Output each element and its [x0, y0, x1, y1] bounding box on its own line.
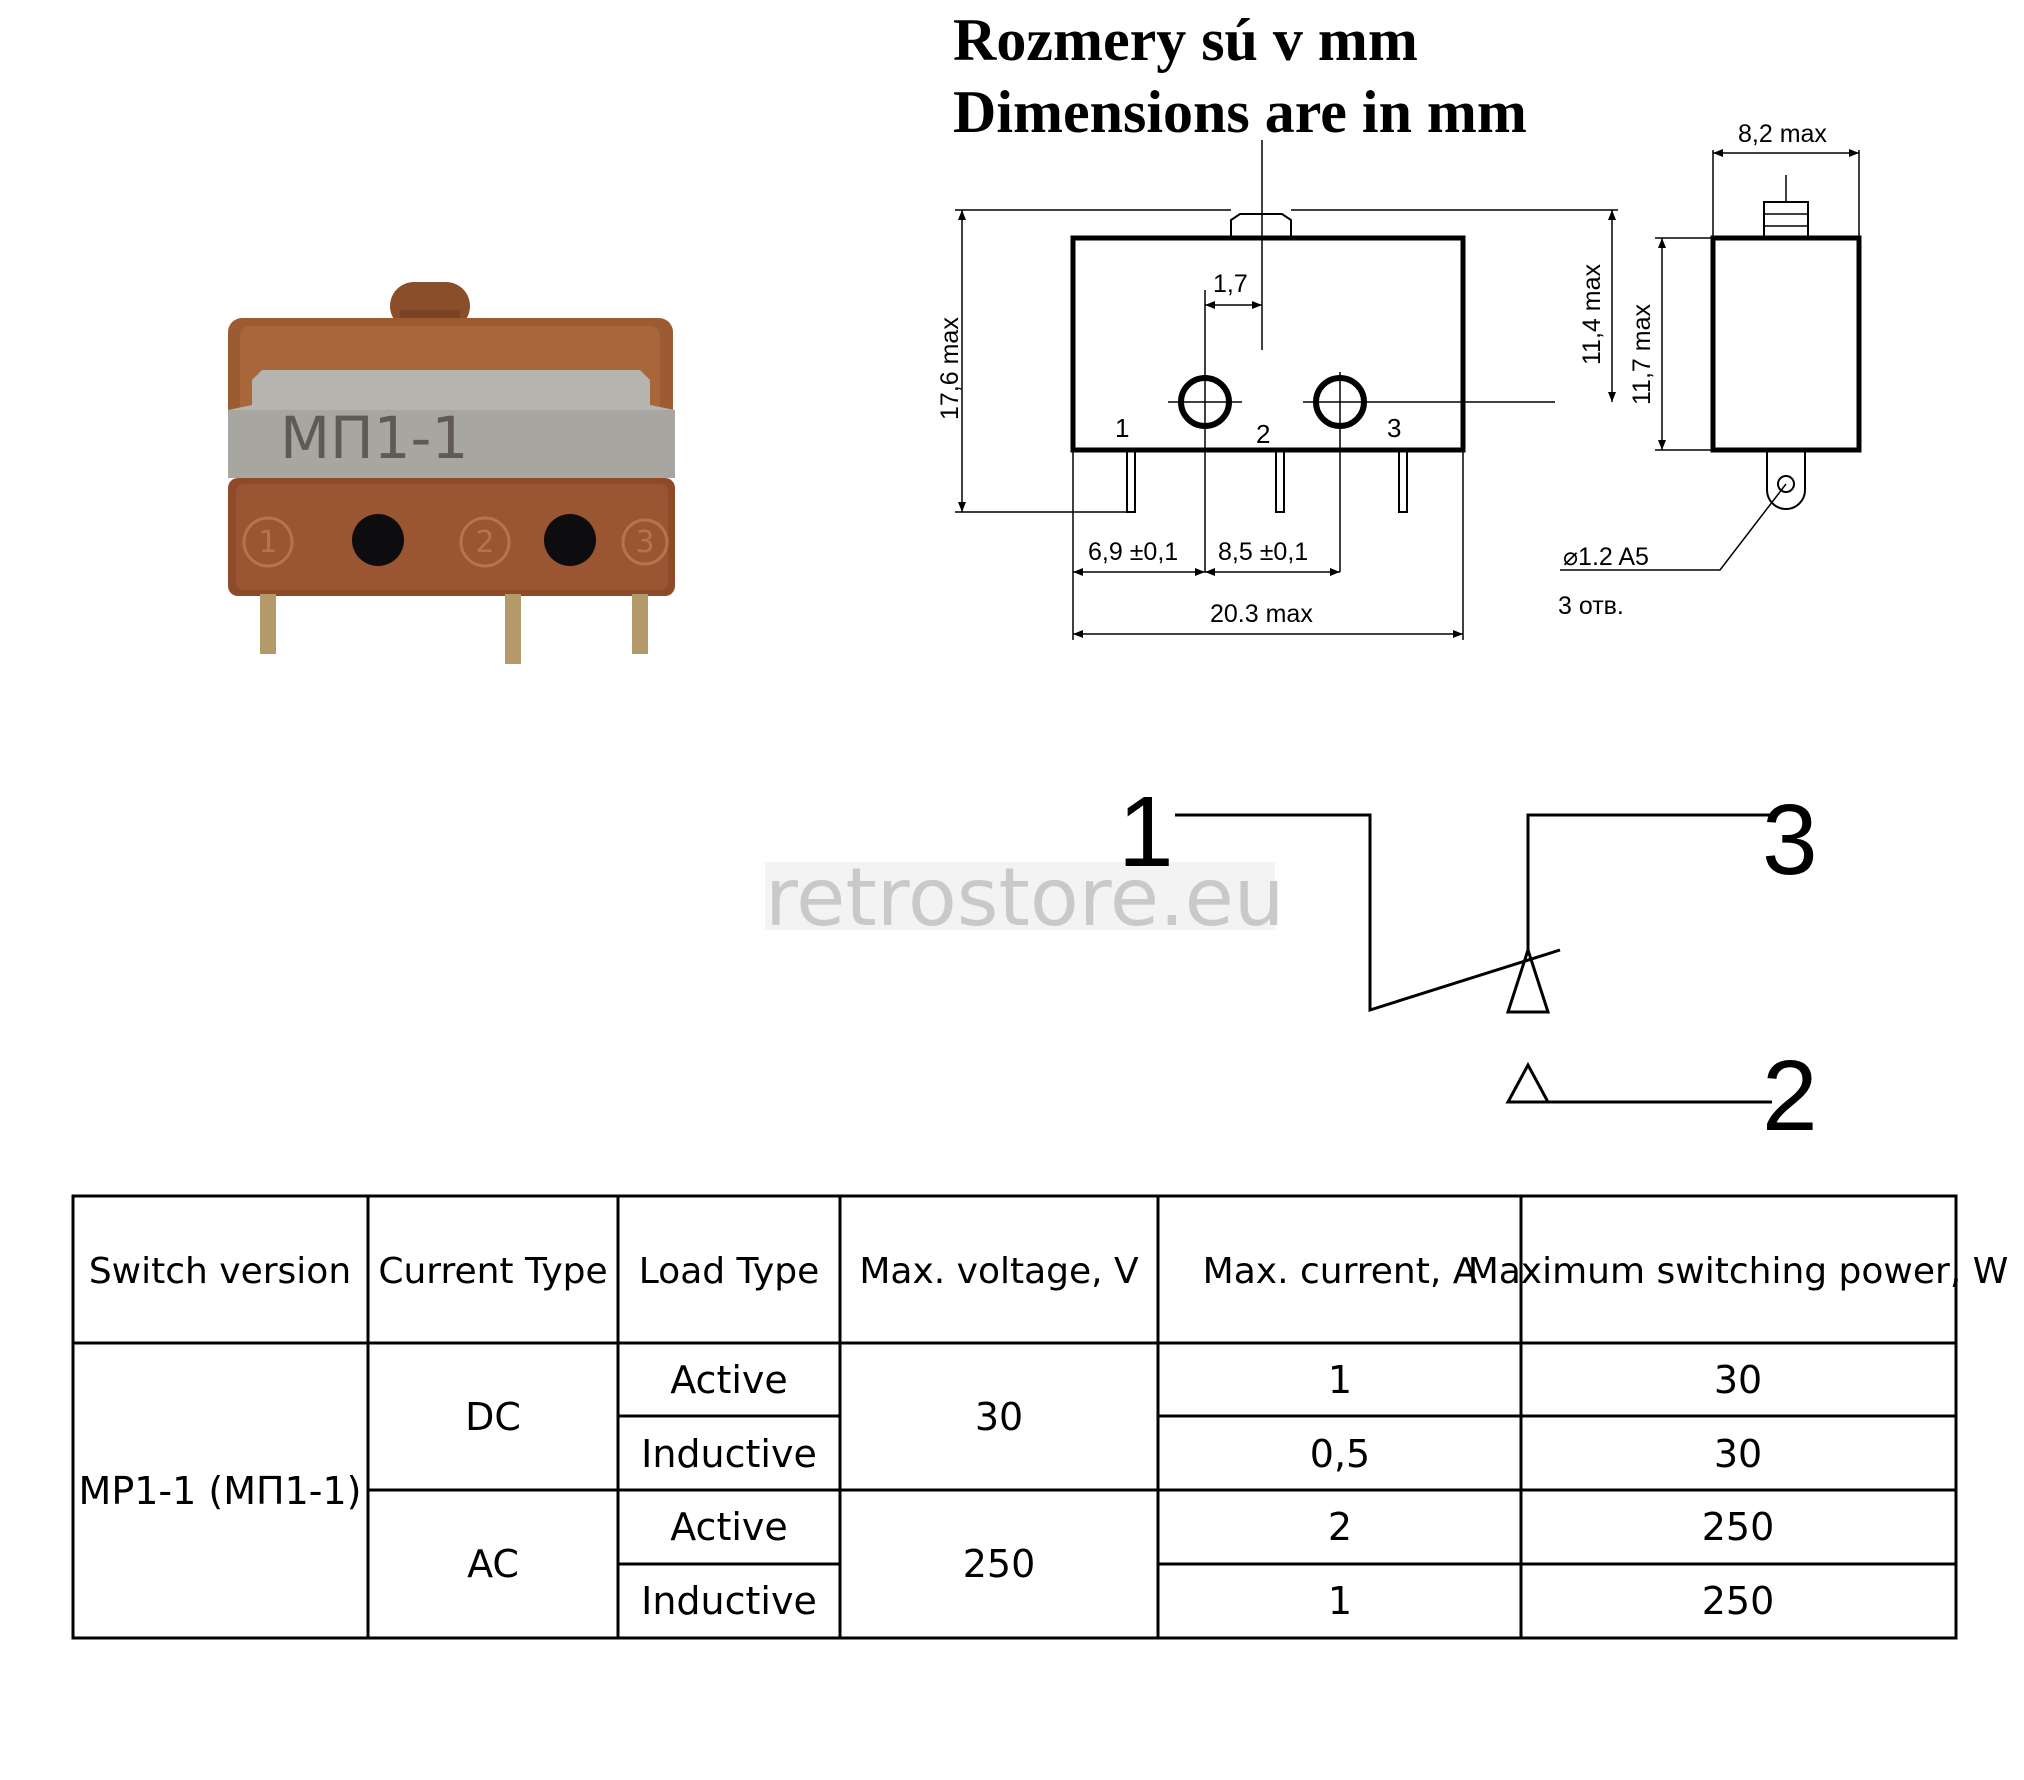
cell-current-type-dc: DC — [465, 1395, 521, 1439]
dim-side-height: 11,7 max — [1628, 304, 1656, 405]
side-body-outline — [1710, 235, 1862, 453]
dim-height-max: 17,6 max — [936, 317, 964, 420]
pin-1 — [260, 594, 276, 654]
dim-pin-spacing-2: 8,5 ±0,1 — [1218, 538, 1308, 566]
dim-pin-spacing-1: 6,9 ±0,1 — [1088, 538, 1178, 566]
common-contact-line — [1175, 813, 1561, 1013]
contact-triangle-upper — [1505, 945, 1551, 1014]
schematic-label-3: 3 — [1762, 784, 1818, 896]
dim-body-height: 11,4 max — [1578, 264, 1606, 365]
dim-side-width: 8,2 max — [1738, 120, 1827, 148]
pin-label-1: 1 — [1115, 413, 1129, 443]
cell-power: 250 — [1702, 1579, 1775, 1623]
watermark-background — [765, 862, 1275, 930]
terminal-mark-2 — [459, 516, 511, 568]
cell-load-type: Inductive — [641, 1432, 817, 1476]
terminal-mark-3 — [621, 518, 669, 566]
cell-current: 2 — [1328, 1505, 1352, 1549]
heading-line-2: Dimensions are in mm — [953, 79, 1527, 145]
front-view-drawing: 1,7 1 2 3 17,6 max 11,4 max 6,9 ±0,1 8,5… — [936, 140, 1618, 640]
heading-line-1: Rozmery sú v mm — [953, 7, 1418, 73]
cell-current: 0,5 — [1310, 1432, 1370, 1476]
header-max-current: Max. current, A — [1203, 1251, 1478, 1292]
switch-schematic: 1 3 2 — [1118, 776, 1818, 1152]
hole-count-label: 3 отв. — [1558, 592, 1624, 620]
pin-2 — [505, 594, 521, 664]
pin-hole — [1777, 475, 1795, 493]
header-switch-version: Switch version — [89, 1251, 351, 1292]
contact-triangle-lower — [1505, 1061, 1551, 1104]
cell-load-type: Active — [670, 1505, 788, 1549]
schematic-label-1: 1 — [1118, 776, 1174, 888]
hole-spec-label: ⌀1.2 A5 — [1563, 543, 1649, 571]
svg-text:3: 3 — [635, 525, 654, 560]
cell-voltage-dc: 30 — [975, 1395, 1023, 1439]
front-pin-2 — [1275, 449, 1285, 513]
pin-3 — [632, 594, 648, 654]
cell-voltage-ac: 250 — [963, 1542, 1036, 1586]
cell-power: 250 — [1702, 1505, 1775, 1549]
cell-power: 30 — [1714, 1358, 1762, 1402]
front-pin-1 — [1126, 449, 1136, 513]
pin-label-2: 2 — [1256, 419, 1270, 449]
cell-current-type-ac: AC — [467, 1542, 519, 1586]
side-view-drawing: 8,2 max 11,7 max ⌀1.2 A5 3 отв. — [1558, 120, 1862, 620]
cell-load-type: Active — [670, 1358, 788, 1402]
watermark: retrostore.eu — [765, 851, 1285, 944]
cell-load-type: Inductive — [641, 1579, 817, 1623]
svg-text:2: 2 — [475, 525, 494, 560]
header-current-type: Current Type — [378, 1251, 607, 1292]
body-marking: МП1-1 — [280, 404, 468, 472]
terminal-mark-1 — [242, 516, 294, 568]
nc-contact-line — [1526, 813, 1770, 950]
header-max-voltage: Max. voltage, V — [859, 1251, 1139, 1292]
schematic-label-2: 2 — [1762, 1040, 1818, 1152]
header-load-type: Load Type — [639, 1251, 820, 1292]
cell-power: 30 — [1714, 1432, 1762, 1476]
mounting-hole — [544, 514, 596, 566]
front-pin-3 — [1398, 449, 1408, 513]
dim-width-max: 20.3 max — [1210, 600, 1313, 628]
cell-current: 1 — [1328, 1358, 1352, 1402]
svg-text:1: 1 — [258, 525, 277, 560]
cell-switch-version: MP1-1 (МП1-1) — [79, 1469, 362, 1513]
front-body-outline — [1070, 235, 1466, 453]
header-max-power: Maximum switching power, W — [1468, 1251, 2009, 1292]
cell-current: 1 — [1328, 1579, 1352, 1623]
dim-offset-label: 1,7 — [1213, 270, 1248, 298]
specs-table: Switch version Current Type Load Type Ma… — [71, 1194, 2009, 1640]
switch-photo: МП1-1 1 2 3 — [228, 282, 675, 664]
mounting-hole — [352, 514, 404, 566]
pin-label-3: 3 — [1387, 413, 1401, 443]
